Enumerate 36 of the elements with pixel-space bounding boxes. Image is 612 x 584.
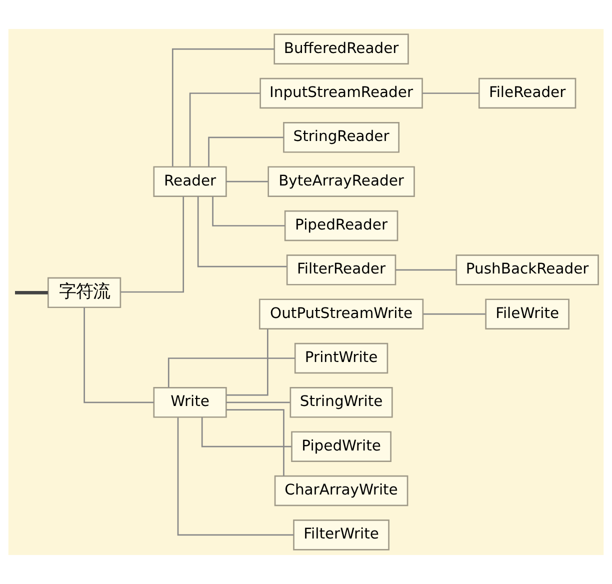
connector — [197, 196, 287, 268]
node-box: FilterWrite — [293, 520, 390, 550]
node-box: PipedReader — [284, 210, 398, 242]
node-box: ByteArrayReader — [268, 166, 415, 197]
node-box: StringReader — [283, 122, 400, 153]
connector — [226, 328, 268, 396]
connector — [396, 269, 456, 271]
node-box: PrintWrite — [294, 342, 388, 374]
node-box: FileWrite — [485, 298, 570, 330]
connector — [226, 180, 268, 182]
connector — [201, 417, 292, 448]
connector — [422, 92, 479, 94]
node-box: 字符流 — [48, 277, 122, 308]
connector — [84, 307, 154, 404]
node-box: OutPutStreamWrite — [258, 298, 424, 330]
node-box: CharArrayWrite — [274, 475, 408, 506]
connector — [177, 418, 294, 536]
node-box: Reader — [153, 166, 227, 197]
connector — [212, 196, 285, 226]
connector — [172, 48, 274, 166]
node-box: PushBackReader — [456, 254, 599, 286]
node-box: FilterReader — [286, 254, 396, 286]
connector — [15, 291, 48, 294]
node-box: Write — [153, 387, 227, 418]
connector — [168, 358, 295, 388]
connector — [208, 136, 284, 167]
node-box: InputStreamReader — [260, 78, 423, 109]
node-box: StringWrite — [290, 387, 393, 418]
connector — [226, 409, 284, 476]
connector — [189, 92, 260, 167]
node-box: BufferedReader — [274, 34, 409, 64]
node-box: PipedWrite — [291, 431, 392, 462]
connector — [226, 402, 290, 404]
connector — [423, 313, 486, 315]
connector — [120, 196, 184, 293]
node-box: FileReader — [478, 78, 576, 109]
